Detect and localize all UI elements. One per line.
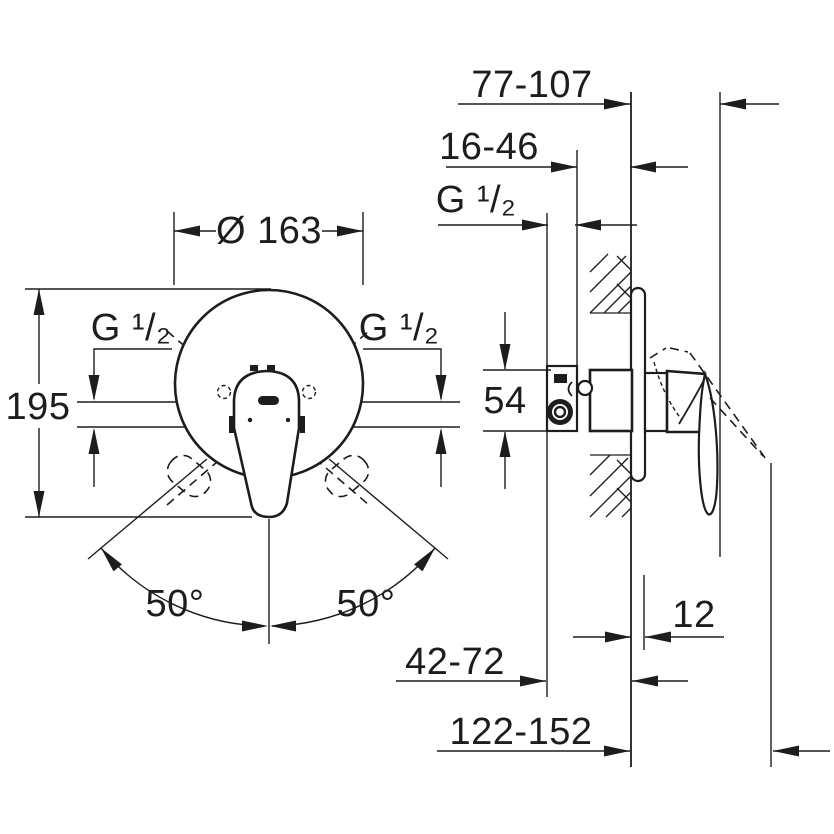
recess-depth-label: 16-46 xyxy=(439,126,539,168)
handle-open-dashed xyxy=(649,347,769,463)
thread-label-left: G ¹/₂ xyxy=(91,307,172,349)
screw-dot-left xyxy=(247,417,253,423)
projection-total-label: 122-152 xyxy=(450,711,593,753)
dimension-projection-total: 122-152 xyxy=(437,711,830,757)
clip-left xyxy=(229,416,234,433)
wall-depth-label: 77-107 xyxy=(471,64,592,106)
screw-dot-right xyxy=(285,417,291,423)
handle-swing-dashed-lines xyxy=(166,330,370,506)
dimension-escutcheon-thickness: 12 xyxy=(573,575,724,650)
handle-logo-pill xyxy=(258,396,279,405)
escutcheon-thickness-label: 12 xyxy=(672,594,715,636)
angle-label-right: 50° xyxy=(337,583,396,625)
dimension-thread-left: G ¹/₂ xyxy=(88,307,172,487)
dimension-thread-right: G ¹/₂ xyxy=(359,307,447,487)
cartridge-sleeve xyxy=(643,371,669,433)
dimension-recess-depth: 16-46 xyxy=(439,126,688,173)
dimension-projection-min: 42-72 xyxy=(396,641,688,687)
wall-hatching-upper xyxy=(589,253,632,314)
union-symbol-right xyxy=(301,384,317,400)
mount-tab-left xyxy=(250,365,258,371)
clip-right xyxy=(300,416,305,433)
dimension-height: 195 xyxy=(6,288,271,518)
swing-angle-dimension: 50° 50° xyxy=(87,458,449,644)
side-view: 77-107 16-46 G ¹/₂ 54 xyxy=(396,64,830,767)
dimension-body-height: 54 xyxy=(483,312,551,489)
mount-tab-right xyxy=(267,365,275,371)
front-view: 50° 50° Ø 163 xyxy=(6,210,460,644)
handle-tip-left-dashed xyxy=(166,454,212,498)
dimension-wall-depth: 77-107 xyxy=(458,64,779,110)
valve-body xyxy=(588,368,634,433)
handle-blade xyxy=(697,370,719,516)
lever-handle-side xyxy=(643,347,769,516)
body-height-label: 54 xyxy=(483,380,526,422)
angle-label-left: 50° xyxy=(146,583,205,625)
diameter-label: Ø 163 xyxy=(216,210,322,252)
dimension-diameter: Ø 163 xyxy=(173,210,364,285)
thread-side-label: G ¹/₂ xyxy=(436,179,517,221)
thread-label-right: G ¹/₂ xyxy=(359,307,440,349)
screw-head xyxy=(576,379,594,397)
connection-port xyxy=(554,374,567,383)
wall-hatching-lower xyxy=(589,454,632,518)
union-fitting xyxy=(547,399,573,425)
projection-min-label: 42-72 xyxy=(405,641,505,683)
union-symbol-left xyxy=(216,384,232,400)
lever-handle-front xyxy=(229,365,305,519)
handle-tip-right-dashed xyxy=(324,454,370,498)
dimension-thread-side: G ¹/₂ xyxy=(436,179,637,231)
height-label: 195 xyxy=(6,386,71,428)
clip-hook xyxy=(567,381,573,397)
